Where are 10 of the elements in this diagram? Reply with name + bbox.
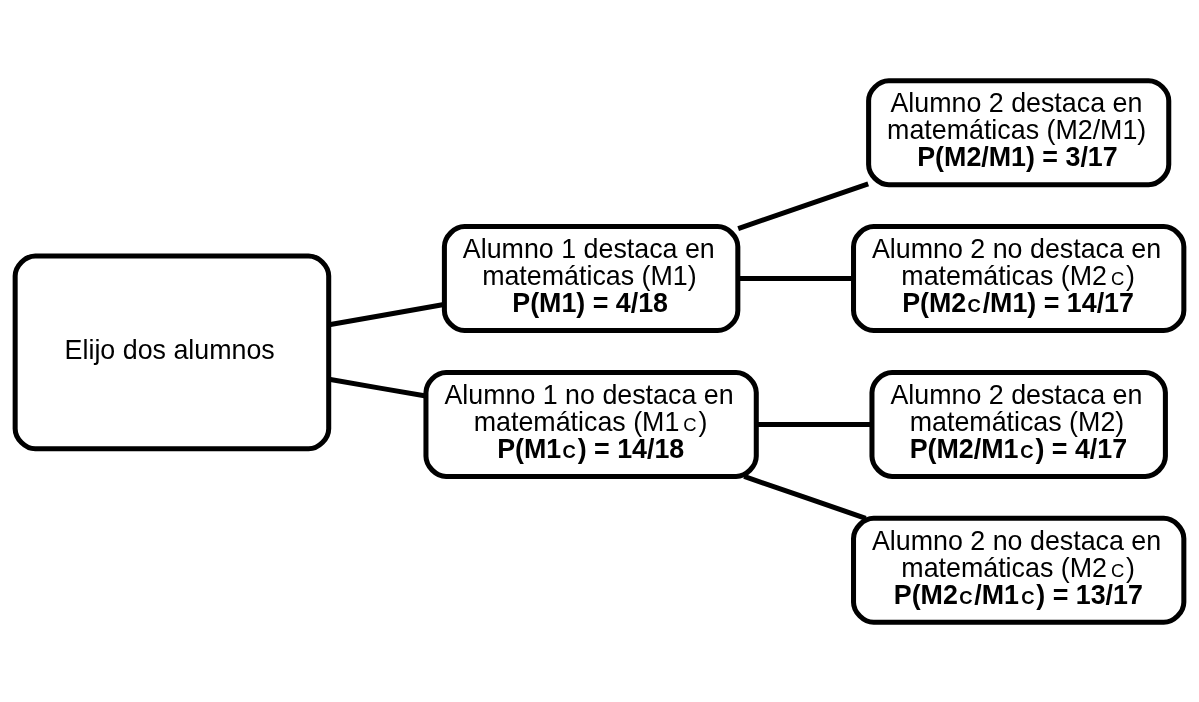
- node-box: Alumno 2 destaca en matemáticas (M2) P(M2/M1C) = 4/17: [869, 369, 1168, 479]
- connector: [738, 275, 853, 281]
- node-box: Alumno 2 destaca en matemáticas (M2/M1) P(M2/M1) = 3/17: [866, 77, 1172, 187]
- connector: [737, 181, 869, 231]
- connector: [743, 473, 867, 521]
- connector: [328, 376, 427, 399]
- connector: [328, 301, 445, 327]
- node-box: Alumno 1 destaca en matemáticas (M1) P(M1) = 4/18: [441, 223, 741, 333]
- connector: [756, 421, 872, 427]
- node-box: Elijo dos alumnos: [12, 252, 332, 451]
